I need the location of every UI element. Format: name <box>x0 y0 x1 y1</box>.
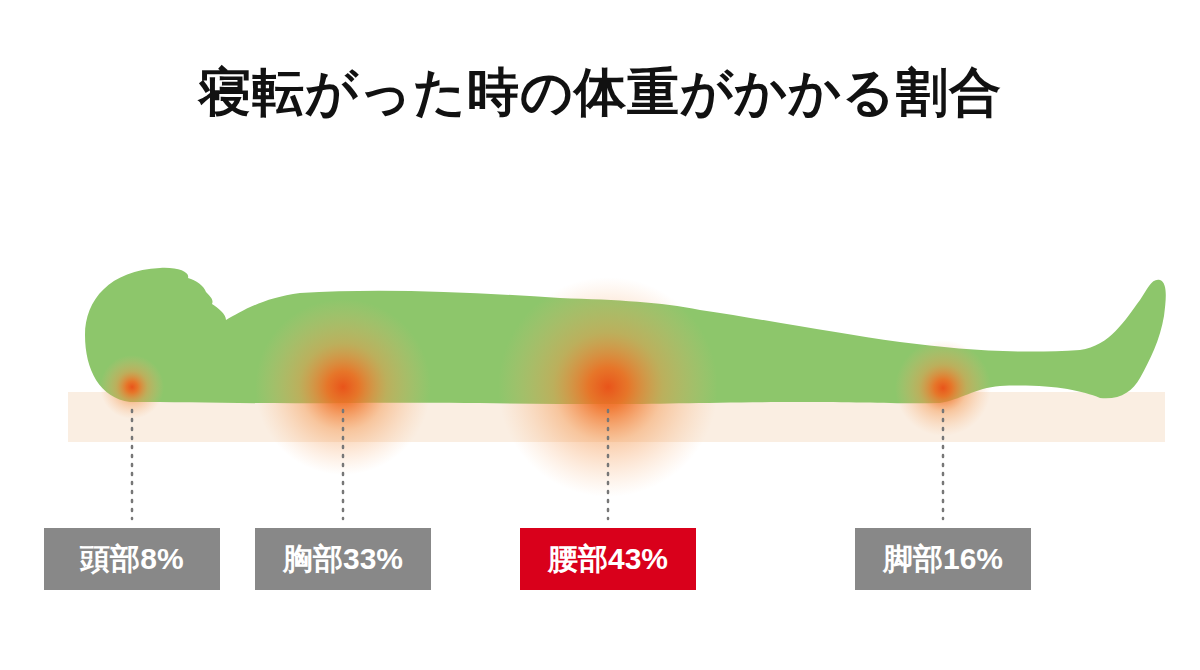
label-text: 脚部16% <box>883 544 1003 574</box>
label-text: 胸部33% <box>283 544 403 574</box>
label-box: 腰部43% <box>520 528 696 590</box>
label-box: 脚部16% <box>855 528 1031 590</box>
label-text: 頭部8% <box>80 544 183 574</box>
label-box: 胸部33% <box>255 528 431 590</box>
label-box: 頭部8% <box>44 528 220 590</box>
leader-line <box>607 410 610 519</box>
leader-line <box>942 410 945 519</box>
leader-line <box>131 410 134 519</box>
title: 寝転がった時の体重がかかる割合 <box>0 58 1200 128</box>
leader-line <box>342 410 345 519</box>
label-text: 腰部43% <box>548 544 668 574</box>
